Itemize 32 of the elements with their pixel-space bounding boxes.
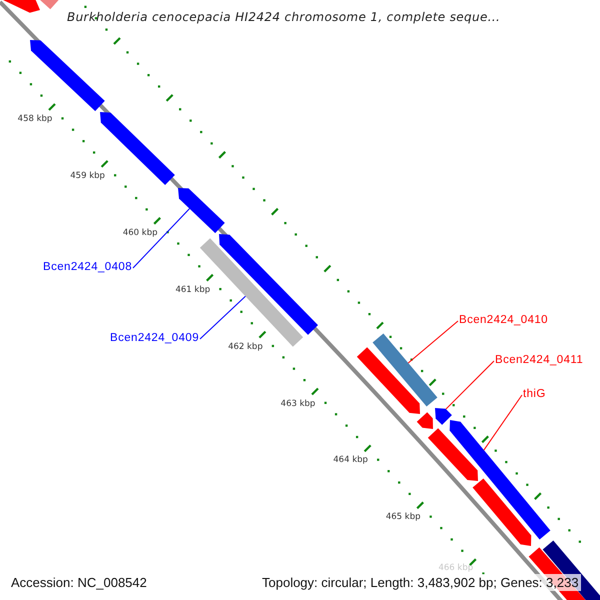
- scale-label: 458 kbp: [18, 115, 52, 124]
- scale-label: 463 kbp: [280, 400, 316, 408]
- scale-label: 459 kbp: [70, 172, 105, 180]
- scale-label: 460 kbp: [122, 228, 158, 238]
- gene-label: Bcen2424_0411: [495, 355, 584, 366]
- gene-feature: [356, 347, 420, 414]
- scale-label: 461 kbp: [175, 286, 210, 294]
- topology-text: Topology: circular; Length: 3,483,902 bp; Genes: 3,233: [260, 574, 581, 591]
- leader-line: [483, 394, 522, 451]
- gene-feature: [30, 40, 105, 112]
- gene-feature: [372, 334, 438, 406]
- map-title: Burkholderia cenocepacia HI2424 chromosome 1, complete seque...: [67, 11, 500, 23]
- gene-feature: [219, 234, 318, 335]
- gene-feature: [542, 540, 600, 600]
- leader-line: [200, 296, 246, 340]
- scale-label: 464 kbp: [333, 456, 368, 465]
- gene-feature: [428, 428, 478, 481]
- leader-line: [445, 360, 494, 410]
- gene-feature: [472, 478, 532, 546]
- gene-label: Bcen2424_0409: [110, 333, 199, 344]
- leader-line: [408, 320, 458, 364]
- leader-line: [132, 208, 190, 268]
- gene-feature: [178, 188, 225, 234]
- scale-label: 462 kbp: [228, 342, 263, 352]
- gene-feature: [450, 420, 550, 540]
- gene-label: Bcen2424_0410: [459, 315, 548, 326]
- gene-label: Bcen2424_0408: [43, 262, 132, 274]
- accession-text: Accession: NC_008542: [10, 574, 148, 591]
- gene-label: thiG: [523, 389, 546, 400]
- gene-feature: [435, 408, 452, 425]
- gene-feature: [416, 412, 433, 429]
- scale-label: 465 kbp: [386, 513, 420, 522]
